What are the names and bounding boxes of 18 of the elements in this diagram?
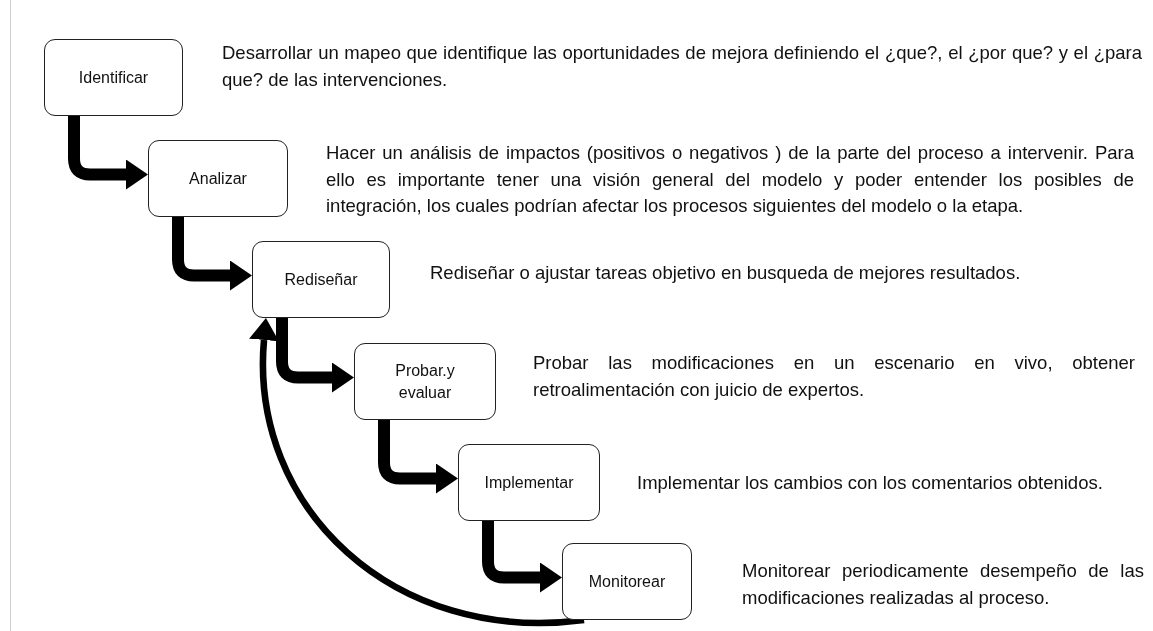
bent-arrow (68, 116, 148, 190)
step-description: Desarrollar un mapeo que identifique las oportunidades de mejora definiendo el ¿que?, el ¿por que? y el ¿para que? de las intervenciones. (222, 41, 1142, 92)
step-box: Analizar (148, 140, 288, 217)
bent-arrow (482, 521, 562, 593)
step-description: Probar las modificaciones en un escenario en vivo, obtener retroalimentación con juicio de expertos. (533, 351, 1135, 402)
step-description: Monitorear periodicamente desempeño de las modificaciones realizadas al proceso. (742, 559, 1144, 610)
step-box: Implementar (458, 444, 600, 521)
bent-arrow (276, 318, 354, 393)
step-box: Rediseñar (252, 241, 390, 318)
step-description: Hacer un análisis de impactos (positivos o negativos ) de la parte del proceso a intervenir. Para ello es importante tener una visión general del modelo y poder entender los posibles de integración, los cuales podrían afectar los procesos siguientes del modelo o la etapa. (326, 141, 1134, 218)
bent-arrow (172, 217, 252, 291)
step-box: Monitorear (562, 543, 692, 620)
step-box: Identificar (44, 39, 183, 116)
bent-arrow (378, 420, 458, 494)
step-description: Implementar los cambios con los comentarios obtenidos. (637, 471, 1104, 495)
step-description: Rediseñar o ajustar tareas objetivo en busqueda de mejores resultados. (430, 261, 1022, 285)
step-box: Probar.y evaluar (354, 343, 496, 420)
curved-return-arrow (249, 318, 585, 627)
